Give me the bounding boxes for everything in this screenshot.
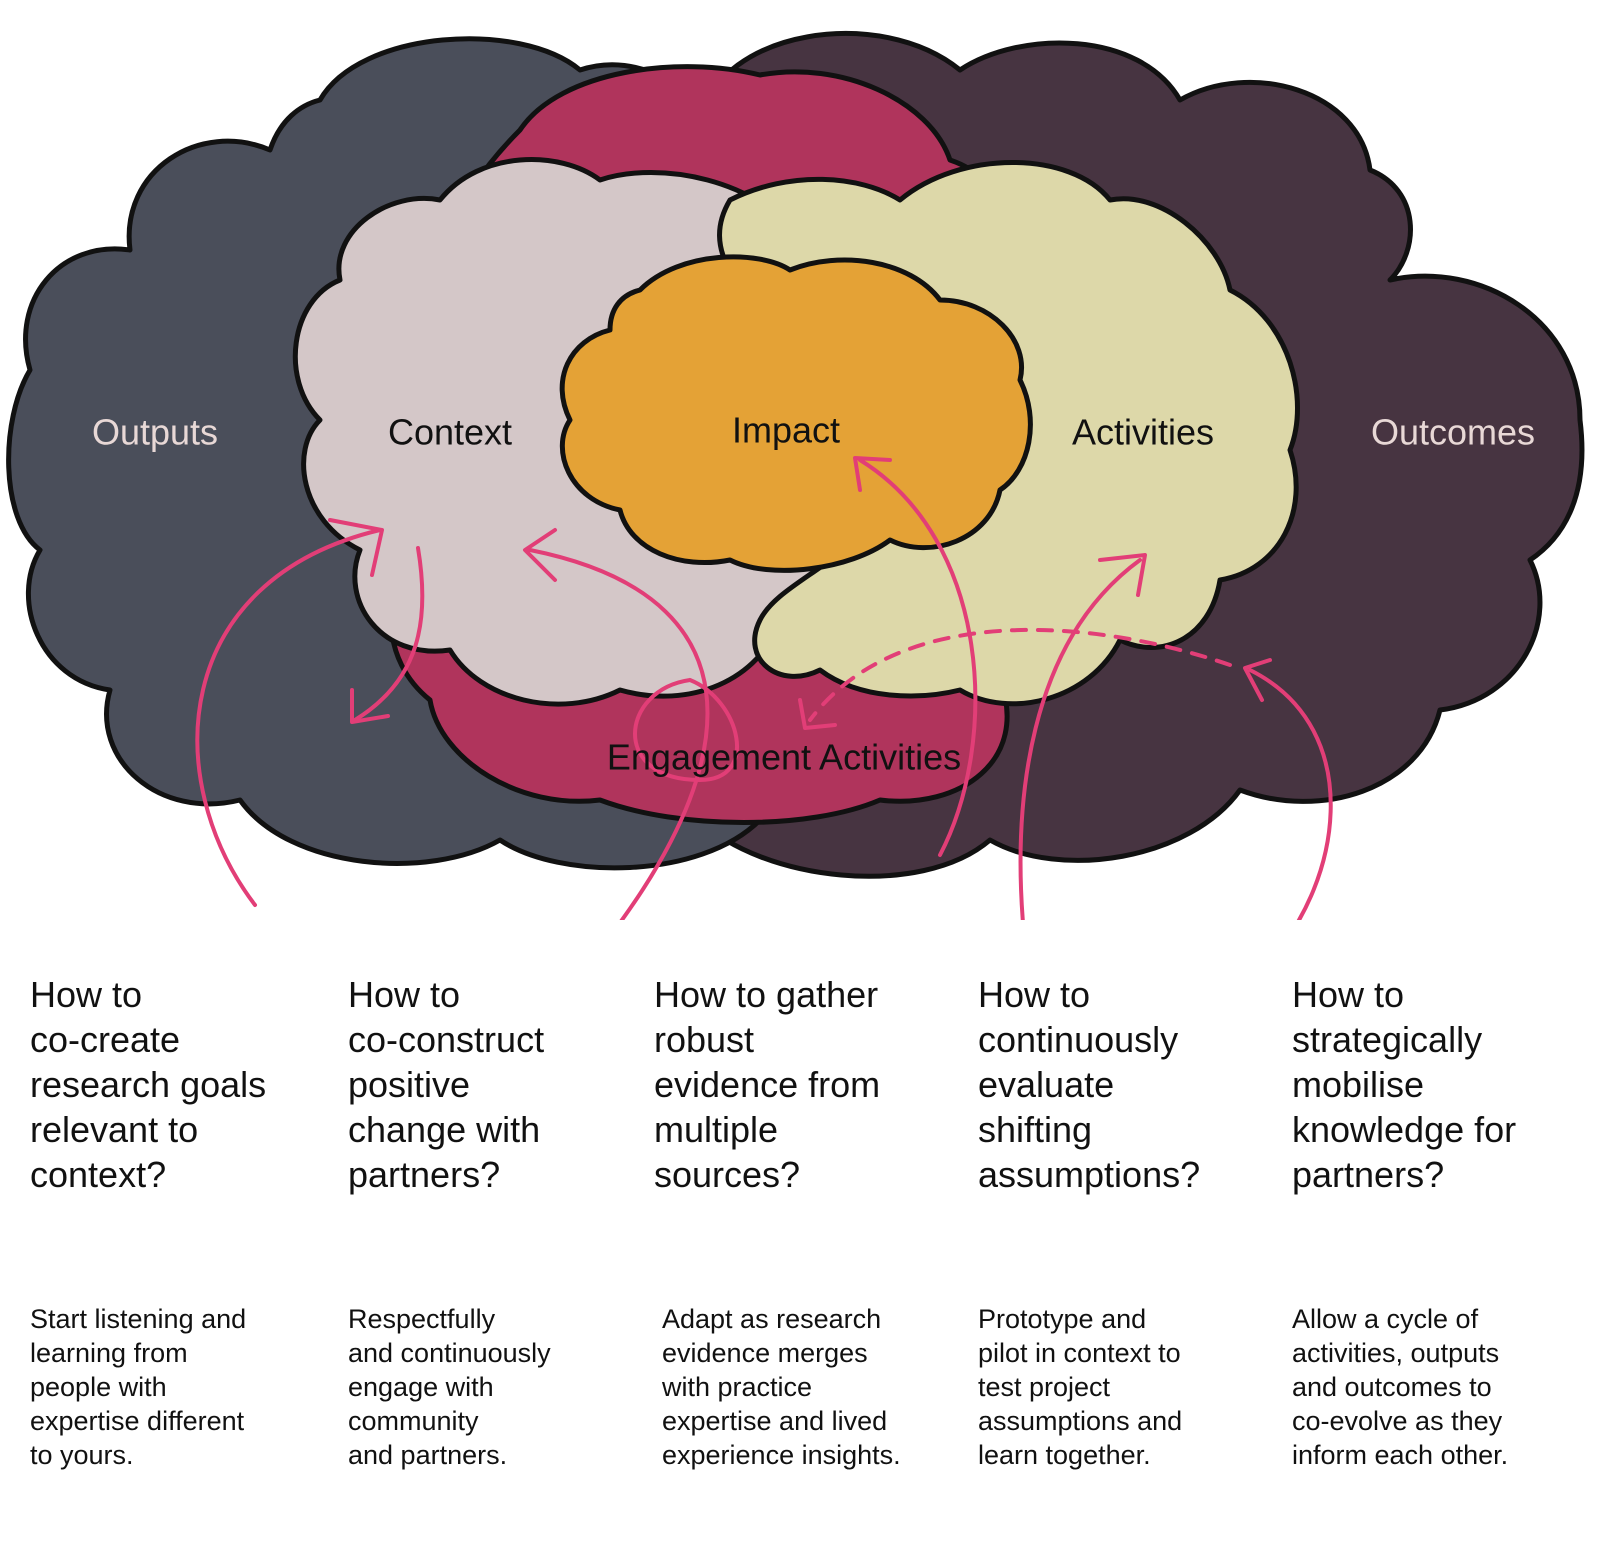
arrow-engagement-to-context <box>528 548 710 920</box>
impact-cloud <box>559 254 1033 573</box>
question-text: How to co-create research goals relevant… <box>30 974 267 1195</box>
column-gather-evidence: How to gather robust evidence from multi… <box>654 972 944 1470</box>
engagement-activities-label: Engagement Activities <box>607 737 961 778</box>
arrow-outputs-to-context <box>195 528 382 907</box>
activities-label: Activities <box>1072 412 1214 453</box>
column-co-construct: How to co-construct positive change with… <box>348 972 638 1470</box>
description-text: Respectfully and continuously engage wit… <box>348 1304 551 1470</box>
column-evaluate-assumptions: How to continuously evaluate shifting as… <box>978 972 1268 1470</box>
question-text: How to gather robust evidence from multi… <box>654 974 881 1195</box>
arrow-context-down <box>353 546 425 722</box>
context-label: Context <box>388 412 512 453</box>
dashed-arrow <box>808 627 1232 722</box>
question-text: How to co-construct positive change with… <box>348 974 545 1195</box>
arrow-activities-to-impact <box>858 458 978 857</box>
description-text: Adapt as research evidence merges with p… <box>662 1304 901 1470</box>
question-text: How to continuously evaluate shifting as… <box>978 974 1201 1195</box>
description-text: Prototype and pilot in context to test p… <box>978 1304 1183 1470</box>
flow-arrows <box>195 456 1333 920</box>
question-text: How to strategically mobilise knowledge … <box>1292 974 1517 1195</box>
outcomes-label: Outcomes <box>1371 412 1535 453</box>
description-text: Allow a cycle of activities, outputs and… <box>1292 1304 1509 1470</box>
description-text: Start listening and learning from people… <box>30 1304 247 1470</box>
impact-label: Impact <box>732 410 840 451</box>
column-mobilise-knowledge: How to strategically mobilise knowledge … <box>1292 972 1582 1470</box>
column-co-create: How to co-create research goals relevant… <box>30 972 320 1470</box>
arrow-outcomes <box>1248 668 1333 920</box>
arrow-loop <box>633 678 739 782</box>
cloud-diagram: Outputs Context Impact Activities Outcom… <box>6 31 1585 920</box>
arrow-assumptions-to-activities <box>1018 558 1142 920</box>
outputs-label: Outputs <box>92 412 218 453</box>
